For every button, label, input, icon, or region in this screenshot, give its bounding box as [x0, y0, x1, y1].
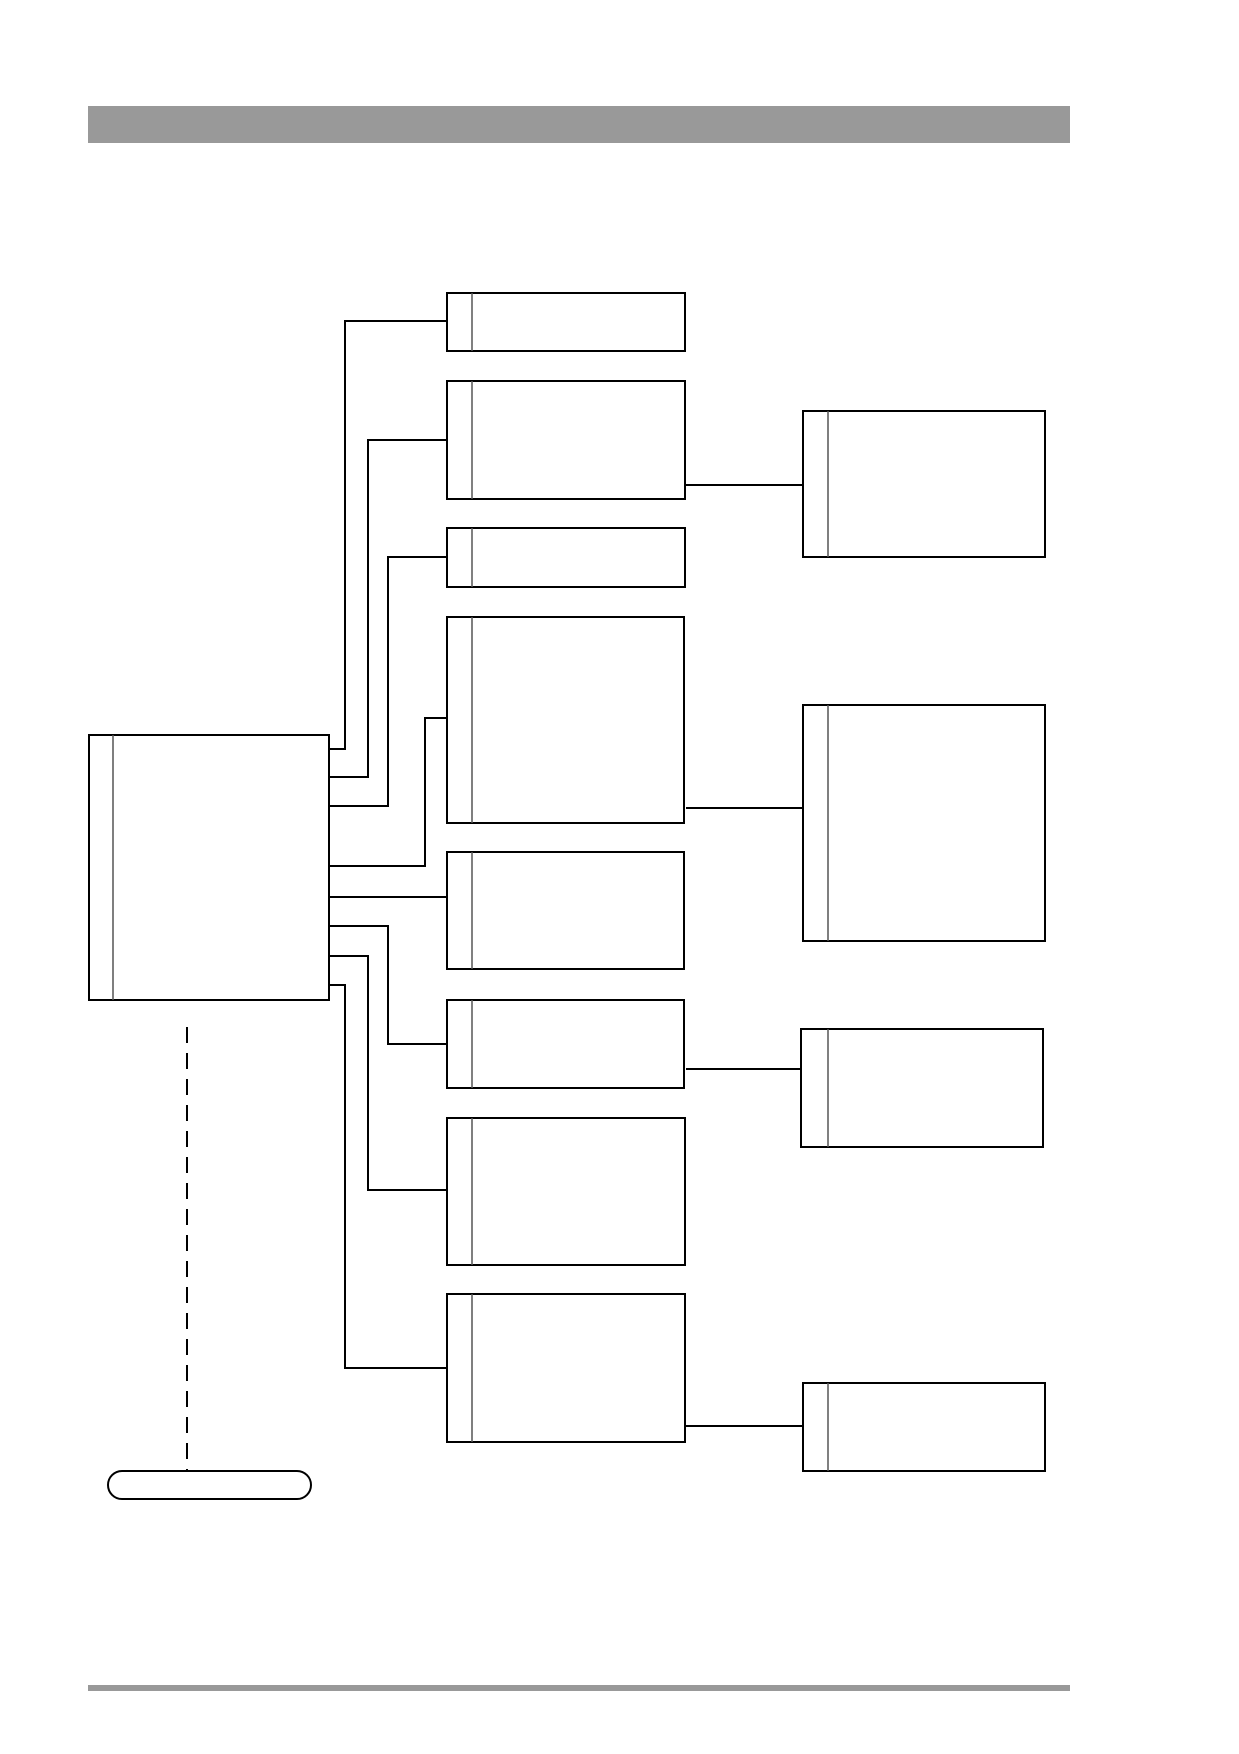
level1-box-5 [446, 851, 685, 970]
terminal-node [107, 1470, 312, 1500]
level1-box-7 [446, 1117, 686, 1266]
connector-main-to-box-3 [330, 556, 447, 807]
connector-main-to-box-6 [330, 925, 447, 1045]
connector-main-to-box-4 [330, 717, 447, 867]
main-unit-box [88, 734, 330, 1001]
level1-box-4 [446, 616, 685, 824]
level1-box-1 [446, 292, 686, 352]
level1-box-2 [446, 380, 686, 500]
level2-box-4 [802, 1382, 1046, 1472]
level1-box-8 [446, 1293, 686, 1443]
header-band [88, 106, 1070, 143]
connector-main-to-box-2 [330, 439, 447, 778]
level2-box-3 [800, 1028, 1044, 1148]
connector-main-to-box-7 [330, 955, 447, 1191]
connector-group-main-to-level1 [330, 320, 447, 1369]
footer-rule [88, 1685, 1070, 1691]
connector-main-to-box-1 [330, 320, 447, 750]
level1-box-6 [446, 999, 685, 1089]
level1-box-3 [446, 527, 686, 588]
connector-main-to-box-8 [330, 984, 447, 1369]
level2-box-2 [802, 704, 1046, 942]
level2-box-1 [802, 410, 1046, 558]
connector-group-level1-to-level2 [686, 484, 803, 1427]
